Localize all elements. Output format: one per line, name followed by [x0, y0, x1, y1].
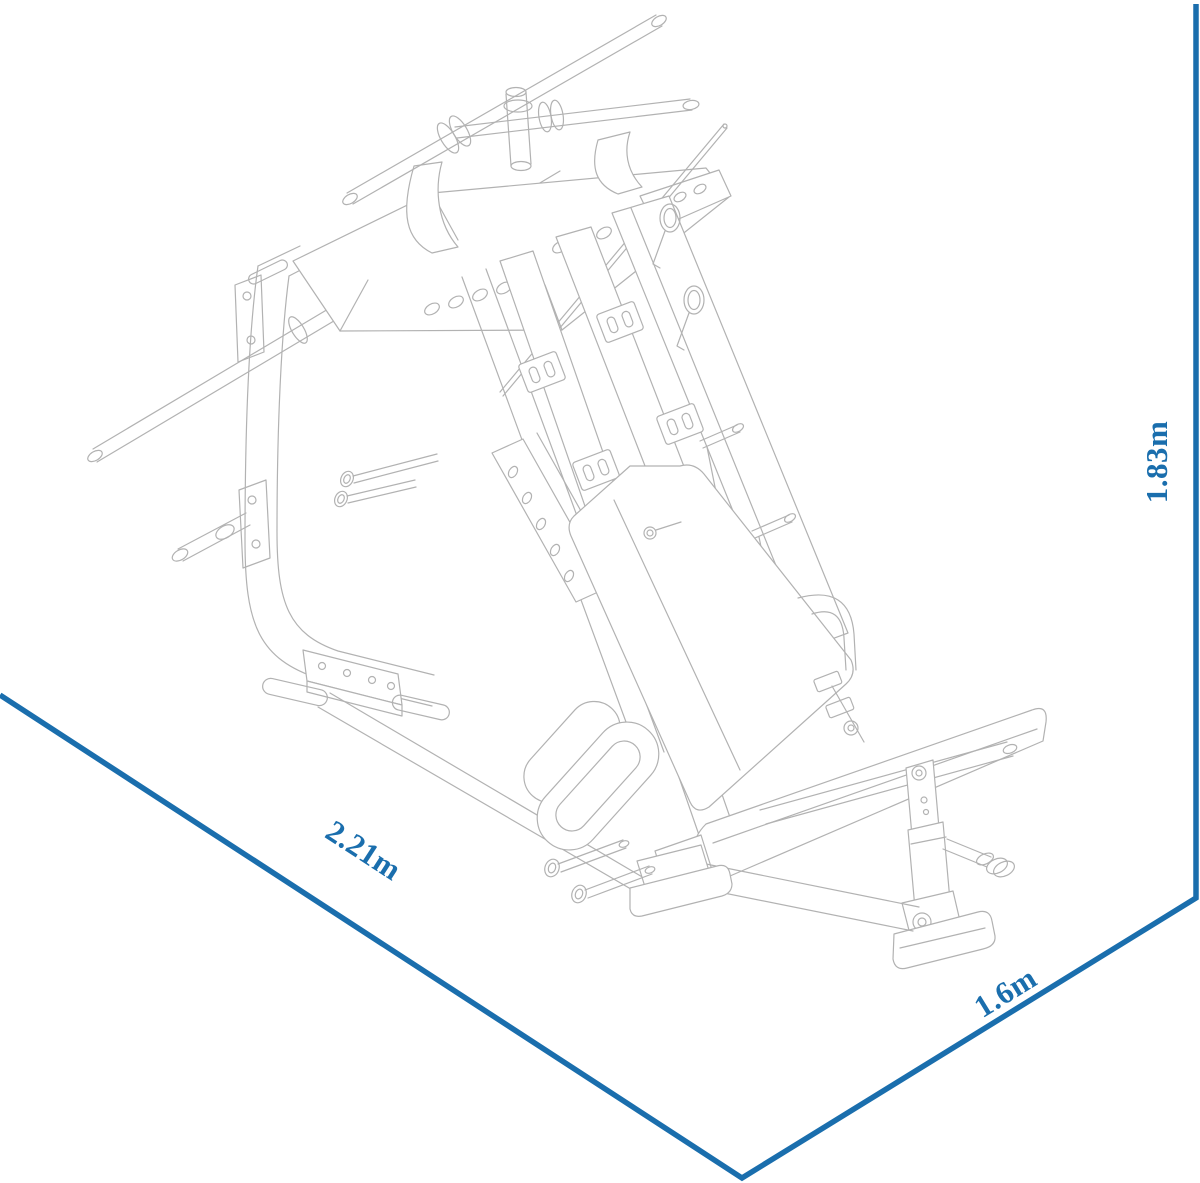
adjustment-knob — [942, 848, 988, 868]
dimension-label-height: 1.83m — [1139, 421, 1174, 504]
back-pad — [568, 464, 865, 811]
foot-pad — [391, 694, 450, 721]
back-pad-hook — [797, 594, 857, 671]
dimension-label-depth: 2.21m — [320, 813, 408, 887]
center-foot — [629, 844, 733, 917]
strap-band — [594, 131, 643, 195]
handle-bars — [342, 14, 700, 206]
arm-brackets — [699, 423, 797, 582]
u-handle — [523, 700, 660, 851]
main-beam — [611, 195, 849, 655]
rear-foot-plate — [892, 910, 996, 970]
base-frame — [317, 692, 920, 932]
rear-support-leg — [892, 759, 1015, 970]
strap-band — [406, 161, 459, 254]
foot-pad — [262, 677, 328, 707]
dimension-lines — [0, 4, 1199, 1182]
bolts-bottom — [544, 839, 656, 904]
weight-horn-peg — [171, 512, 251, 562]
bolts-left — [333, 453, 682, 540]
machine-drawing — [87, 14, 1047, 970]
safety-ring-pins — [652, 203, 705, 351]
weight-post — [505, 93, 512, 167]
